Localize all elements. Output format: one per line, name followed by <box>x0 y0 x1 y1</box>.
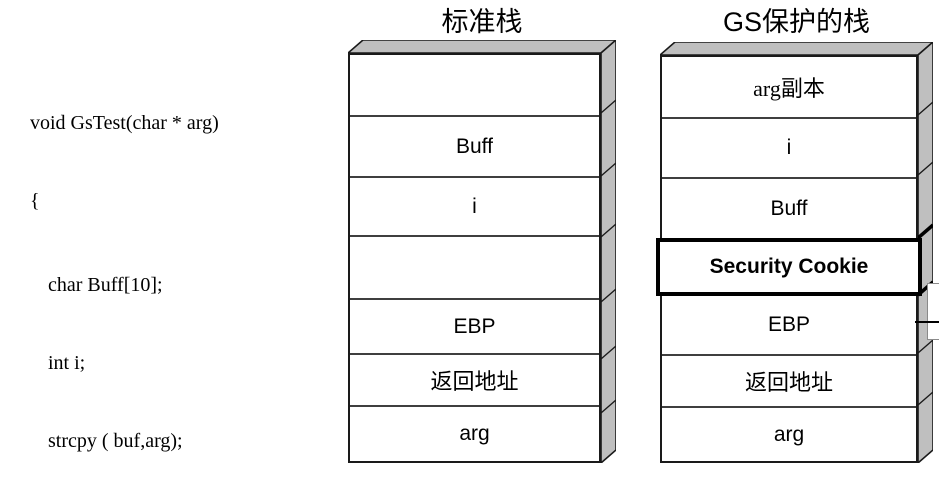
standard-stack: Buff i EBP 返回地址 arg <box>348 40 616 463</box>
standard-stack-front-face: Buff i EBP 返回地址 arg <box>348 53 601 463</box>
stack-cell-buff: Buff <box>350 115 599 176</box>
clipped-callout-box <box>927 283 939 340</box>
stack-cell-ebp: EBP <box>350 298 599 353</box>
stack-cell-empty <box>350 235 599 298</box>
stack-cell-empty <box>350 55 599 115</box>
stack-cell-arg: arg <box>662 406 916 461</box>
standard-stack-title: 标准栈 <box>441 7 523 37</box>
gs-stack-title: GS保护的栈 <box>722 7 870 37</box>
cell-label: arg <box>773 422 805 446</box>
code-line: int i; <box>48 352 86 374</box>
stack-cell-ebp: EBP <box>662 296 916 354</box>
stack-cell-arg: arg <box>350 405 599 461</box>
cell-label: i <box>472 194 477 218</box>
cell-label: arg副本 <box>753 76 825 101</box>
code-line: strcpy ( buf,arg); <box>48 430 183 452</box>
cell-label: EBP <box>767 313 811 336</box>
stack-cell-security-cookie: Security Cookie <box>656 238 922 296</box>
code-line: { <box>30 190 40 212</box>
clipped-callout-tick <box>915 321 939 323</box>
cell-label: Security Cookie <box>709 255 869 278</box>
cell-label: Buff <box>456 134 493 158</box>
cell-label: EBP <box>453 314 496 338</box>
gs-protected-stack: arg副本 i Buff Security Cookie EBP 返回地址 ar… <box>656 42 933 463</box>
code-snippet: void GsTest(char * arg) { char Buff[10];… <box>30 58 340 477</box>
stack-cell-arg-copy: arg副本 <box>662 57 916 117</box>
cell-label: i <box>786 136 792 159</box>
stack-cell-buff: Buff <box>662 177 916 238</box>
code-line: void GsTest(char * arg) <box>30 112 219 134</box>
stack-cell-i: i <box>350 176 599 235</box>
cell-label: 返回地址 <box>430 369 519 394</box>
stack-cell-return-address: 返回地址 <box>662 354 916 406</box>
cell-label: 返回地址 <box>744 370 833 395</box>
code-line: char Buff[10]; <box>48 274 163 296</box>
cell-label: Buff <box>770 196 808 220</box>
standard-stack-3d-faces <box>348 40 616 463</box>
stack-cell-i: i <box>662 117 916 177</box>
gs-stack-front-face: arg副本 i Buff Security Cookie EBP 返回地址 ar… <box>656 55 922 463</box>
cell-label: arg <box>459 422 490 445</box>
stack-cell-return-address: 返回地址 <box>350 353 599 405</box>
